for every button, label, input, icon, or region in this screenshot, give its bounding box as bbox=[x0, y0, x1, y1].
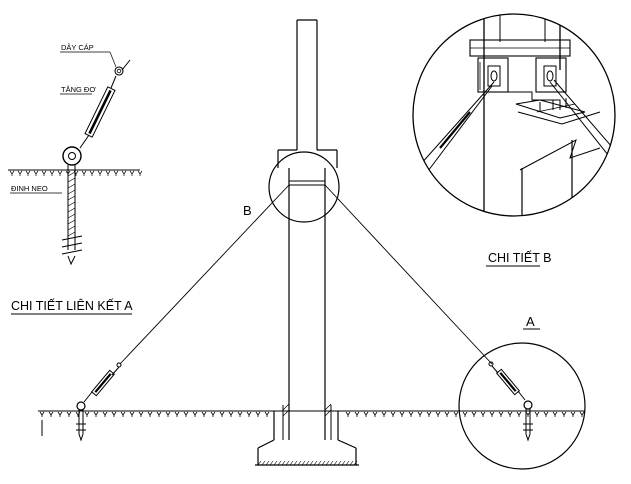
guy-cables bbox=[119, 184, 493, 365]
detail-a-caption: CHI TIẾT LIÊN KẾT A bbox=[11, 298, 133, 315]
ground-line bbox=[38, 410, 585, 436]
pole bbox=[255, 19, 359, 466]
anchor-detail bbox=[8, 51, 143, 266]
marker-a-label: A bbox=[526, 314, 535, 329]
marker-a: A bbox=[523, 314, 540, 330]
detail-a-circle bbox=[458, 342, 586, 470]
marker-b: B bbox=[243, 203, 252, 218]
day-cap-label: DÂY CÁP bbox=[61, 43, 94, 52]
detail-b-circle bbox=[268, 151, 340, 223]
marker-b-label: B bbox=[243, 203, 252, 218]
detail-b-caption: CHI TIẾT B bbox=[486, 250, 551, 267]
right-turnbuckle bbox=[495, 368, 521, 396]
dinh-neo-label: ĐINH NEO bbox=[11, 184, 48, 193]
right-anchor bbox=[488, 361, 533, 442]
detail-b-view bbox=[412, 13, 616, 217]
left-anchor bbox=[76, 362, 122, 442]
chi-tiet-b-label: CHI TIẾT B bbox=[488, 250, 551, 265]
left-turnbuckle bbox=[90, 369, 116, 397]
tang-do-label: TĂNG ĐƠ bbox=[61, 85, 96, 94]
chi-tiet-lien-ket-a-label: CHI TIẾT LIÊN KẾT A bbox=[11, 298, 133, 313]
